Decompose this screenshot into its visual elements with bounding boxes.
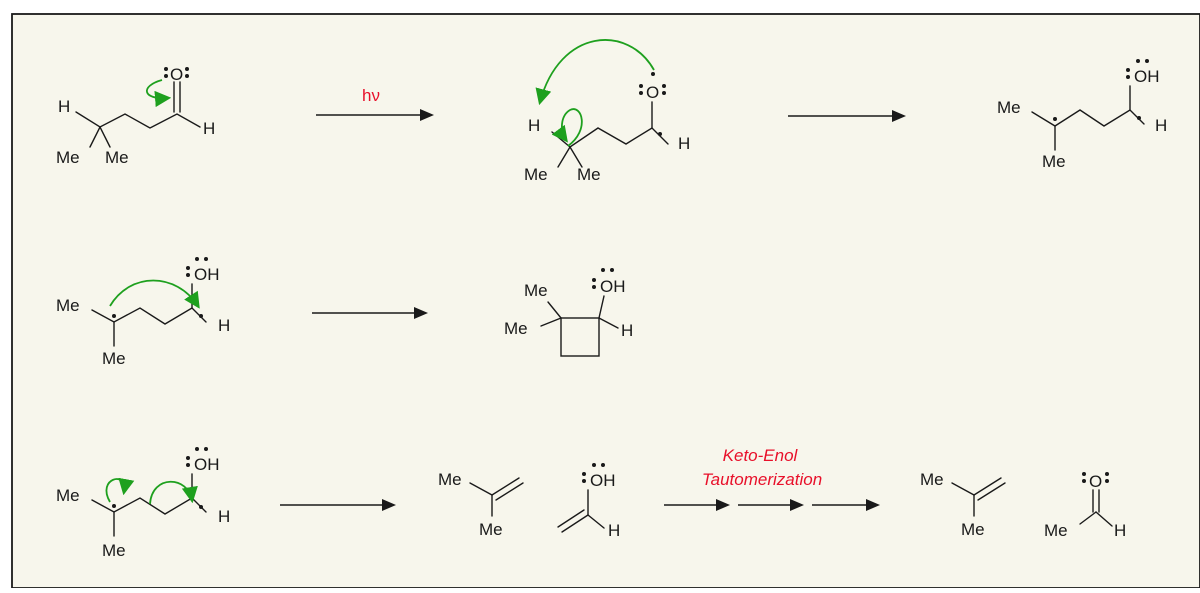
curly-arrow-ch-bond — [551, 108, 583, 147]
row1-excited-diradical: H Me Me O H — [524, 39, 690, 184]
atom-me-bottom: Me — [479, 520, 503, 539]
atom-me-top: Me — [56, 486, 80, 505]
atom-me-top: Me — [997, 98, 1021, 117]
atom-o: O — [170, 65, 183, 84]
atom-oh: OH — [194, 455, 220, 474]
curly-arrow-h-abstraction — [535, 39, 655, 106]
row1-starting-ketone: H Me Me O H — [56, 65, 215, 167]
atom-me-top: Me — [438, 470, 462, 489]
atom-me-bottom: Me — [102, 349, 126, 368]
atom-h: H — [1155, 116, 1167, 135]
atom-oh: OH — [600, 277, 626, 296]
row3-enol: OH H — [557, 463, 620, 540]
row3-isobutylene: Me Me — [438, 470, 524, 539]
atom-h: H — [218, 507, 230, 526]
atom-oh: OH — [1134, 67, 1160, 86]
reaction-arrow-hv: hν — [316, 86, 434, 121]
atom-me-bottom: Me — [961, 520, 985, 539]
atom-me-left: Me — [524, 165, 548, 184]
atom-me: Me — [1044, 521, 1068, 540]
condition-keto-enol-line1: Keto-Enol — [723, 446, 799, 465]
atom-h: H — [608, 521, 620, 540]
atom-me-right: Me — [105, 148, 129, 167]
reaction-arrow-1 — [788, 110, 906, 122]
row3-acetaldehyde: Me O H — [1044, 472, 1126, 540]
atom-h: H — [1114, 521, 1126, 540]
row3-final-isobutylene: Me Me — [920, 470, 1006, 539]
atom-oh: OH — [194, 265, 220, 284]
condition-keto-enol-line2: Tautomerization — [702, 470, 822, 489]
reaction-arrow-3 — [280, 499, 396, 511]
background-panel — [11, 13, 1200, 589]
condition-hv: hν — [362, 86, 380, 105]
keto-enol-condition: Keto-Enol Tautomerization — [664, 446, 880, 511]
atom-me-left: Me — [56, 148, 80, 167]
row1-biradical: Me Me OH H — [997, 59, 1167, 171]
atom-me-top: Me — [920, 470, 944, 489]
atom-h: H — [58, 97, 70, 116]
curly-arrow-fragmentation-right — [149, 480, 198, 505]
atom-me-top: Me — [524, 281, 548, 300]
atom-me-top: Me — [56, 296, 80, 315]
reaction-arrow-2 — [312, 307, 428, 319]
row3-biradical: Me Me OH H — [56, 447, 230, 560]
row2-biradical: Me Me OH H — [56, 257, 230, 368]
atom-o: O — [646, 83, 659, 102]
atom-o: O — [1089, 472, 1102, 491]
atom-h: H — [218, 316, 230, 335]
atom-h: H — [621, 321, 633, 340]
atom-me-bottom: Me — [1042, 152, 1066, 171]
atom-oh: OH — [590, 471, 616, 490]
curly-arrow-recombination — [109, 279, 200, 309]
atom-me-bottom: Me — [102, 541, 126, 560]
curly-arrow-fragmentation-left — [105, 477, 135, 503]
row2-cyclobutanol: Me Me OH H — [504, 268, 633, 357]
atom-h: H — [528, 116, 540, 135]
atom-h-aldehyde: H — [203, 119, 215, 138]
atom-h-aldehyde: H — [678, 134, 690, 153]
curly-arrow-pi-bond — [146, 79, 172, 108]
atom-me-left: Me — [504, 319, 528, 338]
atom-me-right: Me — [577, 165, 601, 184]
